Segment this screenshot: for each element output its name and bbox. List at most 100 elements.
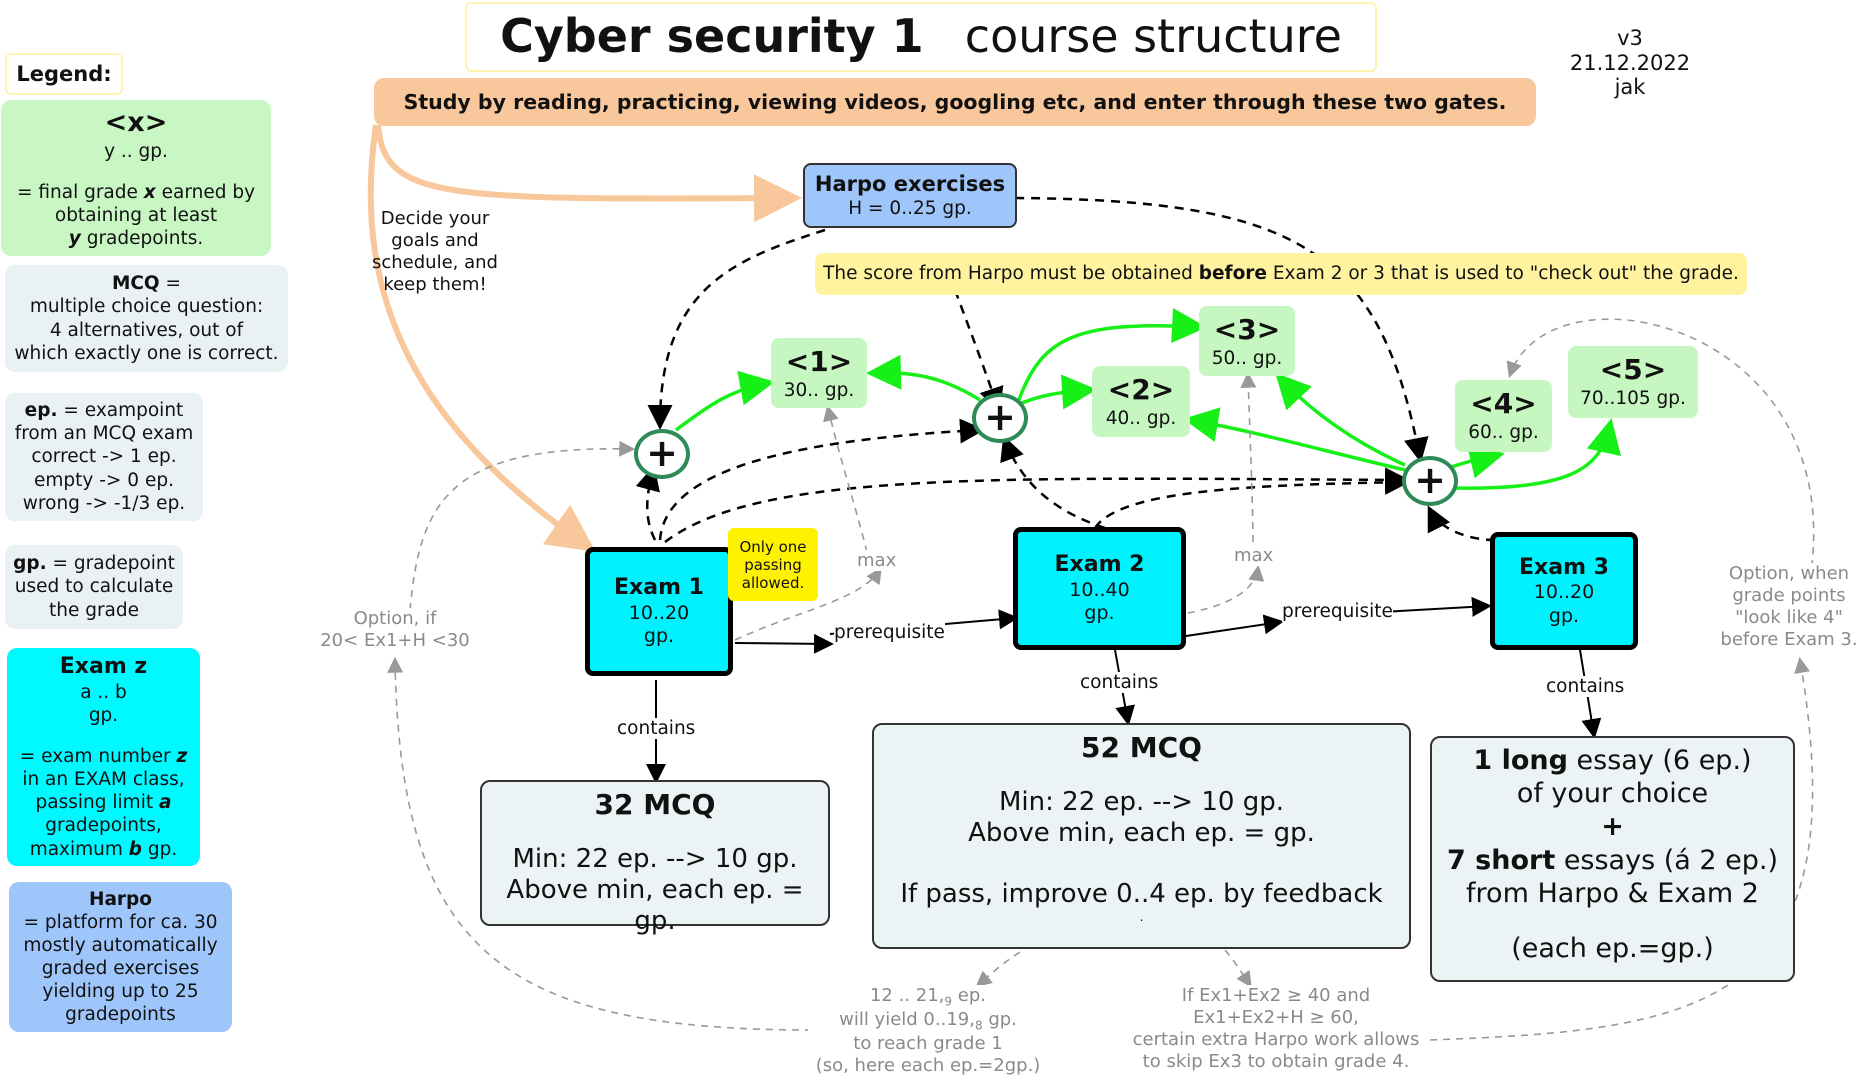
exam-2-unit: gp.	[1084, 602, 1115, 625]
essay-plus: +	[1601, 811, 1624, 843]
legend-mcq-l3: 4 alternatives, out of	[49, 319, 244, 341]
grade-2: <2>40.. gp.	[1092, 366, 1190, 437]
mcq-box-2: 52 MCQ Min: 22 ep. --> 10 gp. Above min,…	[872, 723, 1411, 949]
legend-ep-l3: correct -> 1 ep.	[31, 446, 177, 468]
mcq-box-1: 32 MCQ Min: 22 ep. --> 10 gp. Above min,…	[480, 780, 830, 936]
mcq2-l4: .	[1139, 910, 1144, 925]
prerequisite-label-1: prerequisite	[834, 622, 945, 643]
exam-2-name: Exam 2	[1054, 552, 1145, 577]
option3-line: Option, when	[1728, 563, 1850, 584]
plus-gate-2: +	[972, 393, 1028, 443]
bottom-note-left: 12 .. 21,9 ep. will yield 0..19,8 gp. to…	[808, 985, 1048, 1077]
decide-note: Decide your goals and schedule, and keep…	[360, 208, 510, 296]
mcq2-title: 52 MCQ	[1081, 731, 1202, 764]
legend-grade-x: x	[143, 181, 156, 203]
decide-line: Decide your	[380, 208, 490, 229]
legend-ep-l1: = exampoint	[57, 400, 184, 422]
note-left-b2: gp.	[982, 1009, 1017, 1031]
legend-gp: gp. = gradepoint used to calculate the g…	[5, 545, 183, 629]
grade-4-label: <4>	[1470, 387, 1537, 420]
plus-gate-1: +	[634, 429, 690, 479]
exam-2-box: Exam 2 10..40 gp.	[1013, 527, 1186, 650]
essay-long: 1 long	[1473, 745, 1568, 776]
option1-line: Option, if	[353, 608, 437, 629]
prerequisite-label-2: prerequisite	[1282, 601, 1393, 622]
harpo-note-c: Exam 2 or 3 that is used to "check out" …	[1266, 263, 1739, 284]
bottom-note-right: If Ex1+Ex2 ≥ 40 and Ex1+Ex2+H ≥ 60, cert…	[1126, 985, 1426, 1073]
note-left-d: (so, here each ep.=2gp.)	[815, 1055, 1041, 1077]
gate-arrows	[367, 124, 802, 552]
title-rest: course structure	[964, 9, 1342, 63]
plus-symbol: +	[984, 395, 1016, 439]
exam-3-name: Exam 3	[1519, 554, 1609, 580]
max-label-2: max	[1234, 545, 1274, 566]
essay-l1: essay (6 ep.)	[1567, 745, 1752, 776]
legend-exam-b: b	[128, 838, 143, 860]
exam-3-box: Exam 3 10..20 gp.	[1490, 532, 1638, 650]
legend-grade: <x> y .. gp. = final grade x earned by o…	[1, 100, 271, 256]
legend-exam-l7: maximum	[29, 838, 129, 860]
mcq1-l1: Min: 22 ep. --> 10 gp.	[512, 843, 798, 874]
exam-1-range: 10..20	[628, 601, 690, 624]
legend-mcq-l2: multiple choice question:	[29, 296, 264, 318]
note-left-b: will yield 0..19,	[839, 1009, 975, 1031]
legend-exam: Exam z a .. b gp. = exam number z in an …	[7, 648, 200, 866]
legend-exam-title: Exam z	[59, 654, 148, 680]
legend-exam-l5: passing limit	[35, 792, 159, 814]
legend-gp-l2: used to calculate	[14, 576, 174, 598]
note-left-a2: ep.	[952, 985, 986, 1006]
grade-1: <1>30.. gp.	[771, 338, 867, 408]
exam-1-box: Exam 1 10..20 gp.	[585, 547, 733, 676]
contains-label-2: contains	[1080, 672, 1159, 693]
grade-4: <4>60.. gp.	[1455, 380, 1552, 452]
grade-2-gp: 40.. gp.	[1105, 408, 1177, 429]
legend-grade-sub: y .. gp.	[104, 140, 168, 162]
exam-3-range: 10..20	[1533, 581, 1595, 603]
essay-l5: (each ep.=gp.)	[1511, 933, 1714, 965]
legend-exam-l1: a .. b	[80, 681, 127, 703]
legend-exam-l3: = exam number	[19, 746, 177, 768]
note-right-line: certain extra Harpo work allows	[1132, 1028, 1420, 1050]
mcq2-l1: Min: 22 ep. --> 10 gp.	[999, 786, 1284, 817]
essay-box: 1 long essay (6 ep.) of your choice + 7 …	[1430, 736, 1795, 982]
grade-1-label: <1>	[785, 345, 853, 378]
legend-exam-a: a	[158, 792, 172, 814]
title-bold: Cyber security 1	[500, 9, 924, 63]
plus-gate-3: +	[1402, 456, 1458, 506]
decide-line: goals and	[391, 229, 479, 251]
grade-5-gp: 70..105 gp.	[1580, 388, 1686, 409]
exam-3-unit: gp.	[1548, 604, 1580, 627]
legend-gp-term: gp.	[13, 553, 47, 575]
note-right-line: Ex1+Ex2+H ≥ 60,	[1193, 1006, 1359, 1028]
legend-heading: Legend:	[5, 53, 123, 95]
legend-gp-l3: the grade	[48, 599, 140, 621]
study-banner: Study by reading, practicing, viewing vi…	[374, 78, 1536, 126]
legend-grade-y: y	[68, 228, 81, 249]
legend-ep-l2: from an MCQ exam	[14, 423, 194, 445]
legend-grade-desc4: gradepoints.	[80, 228, 204, 249]
legend-harpo-title: Harpo	[88, 888, 153, 910]
contains-label-1: contains	[617, 718, 696, 739]
max-label-1: max	[857, 550, 897, 571]
essay-l3: essays (á 2 ep.)	[1555, 844, 1779, 876]
essay-l4: from Harpo & Exam 2	[1466, 877, 1759, 909]
version-date: 21.12.2022	[1569, 50, 1691, 75]
legend-grade-title: <x>	[104, 106, 168, 138]
legend-exam-l7b: gp.	[142, 838, 178, 860]
legend-harpo-l3: graded exercises	[41, 958, 200, 979]
legend-heading-text: Legend:	[16, 62, 112, 86]
harpo-note: The score from Harpo must be obtained be…	[815, 253, 1747, 295]
legend-mcq-l1: =	[159, 273, 182, 295]
harpo-note-a: The score from Harpo must be obtained	[823, 263, 1199, 284]
exam-1-unit: gp.	[643, 625, 675, 648]
note-left-c: to reach grade 1	[853, 1033, 1003, 1055]
exam-1-name: Exam 1	[614, 575, 704, 600]
note-left-a-sub: 9	[944, 994, 953, 1009]
legend-harpo: Harpo = platform for ca. 30 mostly autom…	[9, 882, 232, 1032]
legend-mcq-term: MCQ	[111, 273, 160, 295]
option-note-1: Option, if 20< Ex1+H <30	[315, 608, 475, 652]
dashed-flow-lines	[635, 196, 1496, 543]
grade-5-label: <5>	[1599, 353, 1667, 386]
version-info: v3 21.12.2022 jak	[1560, 26, 1700, 100]
mcq2-l2: Above min, each ep. = gp.	[968, 817, 1315, 848]
